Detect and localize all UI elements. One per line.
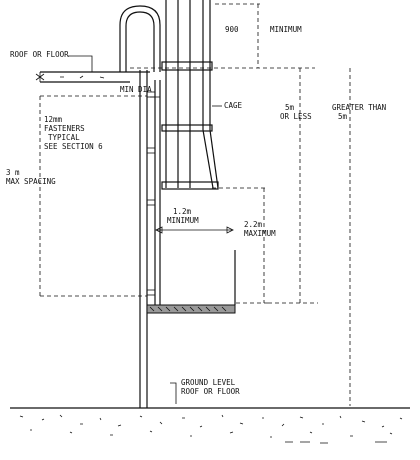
roof-slab (35, 71, 150, 83)
greater-than-5m: 5m (338, 112, 348, 121)
max-spacing-value: 3 m (6, 168, 20, 177)
ground-roof-floor-label: ROOF OR FLOOR (181, 387, 240, 396)
fastener-brackets (146, 91, 156, 296)
roof-or-floor-label: ROOF OR FLOOR (10, 50, 69, 59)
max-spacing-label: MAX SPACING (6, 177, 56, 186)
greater-than-label: GREATER THAN (332, 103, 386, 112)
dim-5m (268, 68, 318, 304)
fasteners-section: SEE SECTION 6 (44, 142, 103, 151)
dim-5m-or-less: OR LESS (280, 112, 312, 121)
cage-label: CAGE (224, 101, 243, 110)
fasteners-size: 12mm (44, 115, 63, 124)
dim-2-2m-value: 2.2m (244, 220, 263, 229)
wall (139, 70, 148, 408)
handrail-hoop (119, 5, 161, 72)
dim-900-value: 900 (225, 25, 239, 34)
landing-platform (146, 250, 236, 314)
cage (161, 0, 219, 190)
dim-2-2m-maximum: MAXIMUM (244, 229, 276, 238)
fasteners-label: FASTENERS (44, 124, 85, 133)
roof-label-leader (68, 55, 93, 72)
dim-2-2m (212, 187, 268, 304)
ground (10, 407, 410, 444)
fasteners-typical: TYPICAL (48, 133, 80, 142)
min-dia-label: MIN DIA (120, 85, 152, 94)
dim-1-2m-minimum: MINIMUM (167, 216, 199, 225)
ladder-rails (154, 80, 161, 305)
dim-900 (215, 3, 260, 68)
ground-leader (170, 382, 177, 404)
ground-level-label: GROUND LEVEL (181, 378, 236, 387)
dim-1-2m-value: 1.2m (173, 207, 192, 216)
dim-5m-value: 5m (285, 103, 295, 112)
dim-1-2m (155, 226, 234, 234)
dim-900-minimum: MINIMUM (270, 25, 302, 34)
